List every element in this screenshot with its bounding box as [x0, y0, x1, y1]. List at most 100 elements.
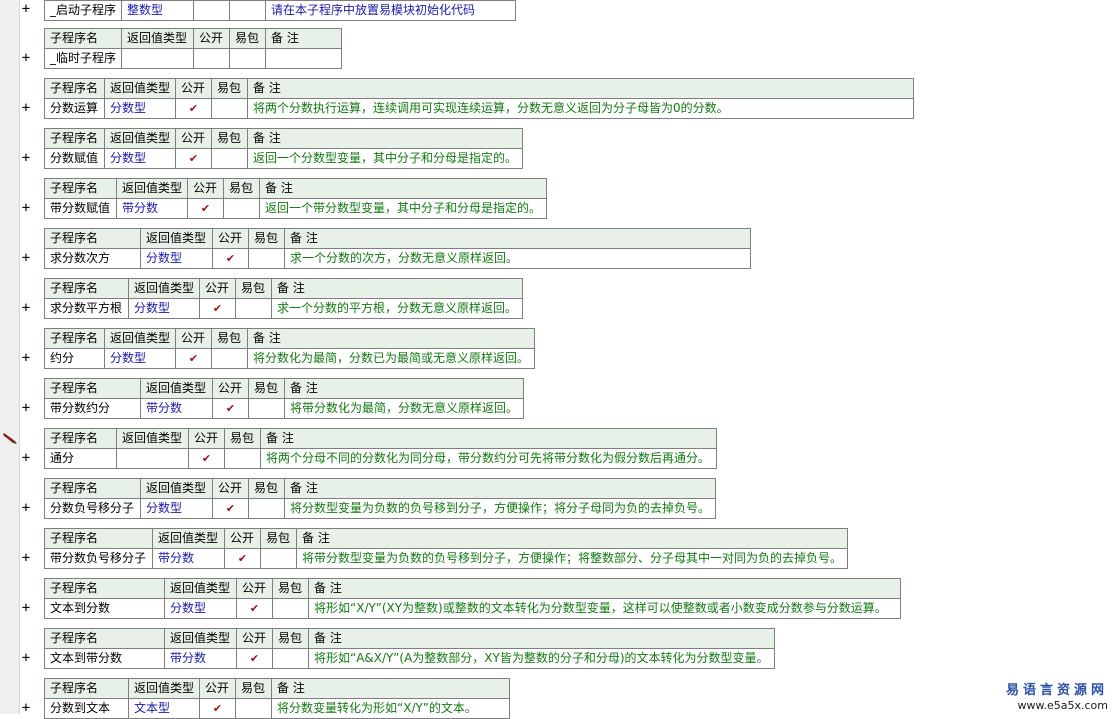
remark-cell[interactable]: 将两个分母不同的分数化为同分母，带分数约分可先将带分数化为假分数后再通分。 [260, 448, 717, 469]
easy-package-cell[interactable] [248, 398, 285, 419]
remark-cell[interactable]: 将分数化为最简，分数已为最简或无意义原样返回。 [247, 348, 536, 369]
expand-button[interactable]: + [21, 1, 31, 17]
return-type-cell[interactable]: 分数型 [103, 348, 177, 369]
remark-cell[interactable]: 返回一个分数型变量，其中分子和分母是指定的。 [247, 148, 524, 169]
remark-cell[interactable]: 将带分数型变量为负数的负号移到分子，方便操作；将整数部分、分子母其中一对同为负的… [295, 548, 849, 569]
public-cell[interactable]: ✔ [236, 648, 273, 669]
easy-package-cell[interactable] [272, 598, 309, 619]
easy-package-cell[interactable] [248, 248, 285, 269]
easy-package-cell[interactable] [211, 148, 249, 169]
remark-cell[interactable]: 将形如“X/Y”(XY为整数)或整数的文本转化为分数型变量，这样可以使整数或者小… [308, 598, 901, 619]
subroutine-table: 子程序名返回值类型公开易包备 注分数负号移分子分数型✔将分数型变量为负数的负号移… [44, 478, 717, 519]
return-type-cell[interactable]: 分数型 [103, 148, 177, 169]
header-name: 子程序名 [44, 628, 165, 649]
return-type-cell[interactable]: 分数型 [164, 598, 237, 619]
easy-package-cell[interactable] [223, 198, 261, 219]
sub-name-cell[interactable]: 求分数平方根 [44, 298, 129, 319]
sub-name-cell[interactable]: 分数运算 [44, 98, 105, 119]
public-cell[interactable]: ✔ [199, 298, 237, 319]
public-cell[interactable]: ✔ [199, 698, 237, 719]
site-watermark: 易语言资源网 www.e5a5x.com [1006, 683, 1108, 712]
easy-package-cell[interactable] [248, 498, 285, 519]
subroutine-table: 子程序名返回值类型公开易包备 注约分分数型✔将分数化为最简，分数已为最简或无意义… [44, 328, 536, 369]
public-cell[interactable]: ✔ [212, 498, 249, 519]
public-cell[interactable]: ✔ [187, 198, 225, 219]
remark-cell[interactable]: 求一个分数的次方，分数无意义原样返回。 [284, 248, 751, 269]
remark-cell[interactable]: 求一个分数的平方根，分数无意义原样返回。 [271, 298, 524, 319]
remark-cell[interactable]: 将两个分数执行运算，连续调用可实现连续运算，分数无意义返回为分子母皆为0的分数。 [247, 98, 915, 119]
return-type-cell[interactable] [116, 448, 189, 469]
return-type-cell[interactable]: 带分数 [152, 548, 225, 569]
return-type-cell[interactable]: 带分数 [164, 648, 237, 669]
expand-button[interactable]: + [21, 50, 31, 66]
subroutine-row: 通分 ✔ 将两个分母不同的分数化为同分母，带分数约分可先将带分数化为假分数后再通分。 [44, 448, 717, 469]
public-cell[interactable] [193, 0, 231, 21]
easy-package-cell[interactable] [224, 448, 261, 469]
public-cell[interactable]: ✔ [236, 598, 273, 619]
easy-package-cell[interactable] [260, 548, 297, 569]
public-cell[interactable] [193, 48, 231, 69]
return-type-cell[interactable] [121, 48, 195, 69]
sub-name-cell[interactable]: 分数到文本 [44, 698, 129, 719]
expand-button[interactable]: + [21, 250, 31, 266]
expand-button[interactable]: + [21, 350, 31, 366]
return-type-cell[interactable]: 分数型 [103, 98, 177, 119]
sub-name-cell[interactable]: 文本到分数 [44, 598, 165, 619]
remark-cell[interactable]: 将分数型变量为负数的负号移到分子，方便操作；将分子母同为负的去掉负号。 [283, 498, 717, 519]
public-cell[interactable]: ✔ [175, 148, 213, 169]
sub-name-cell[interactable]: 分数赋值 [44, 148, 105, 169]
sub-name-cell[interactable]: 分数负号移分子 [44, 498, 141, 519]
public-cell[interactable]: ✔ [224, 548, 261, 569]
return-type-cell[interactable]: 带分数 [140, 398, 213, 419]
sub-name-cell[interactable]: 带分数赋值 [44, 198, 117, 219]
return-type-cell[interactable]: 整数型 [121, 0, 195, 21]
easy-package-cell[interactable] [229, 48, 267, 69]
return-type-cell[interactable]: 文本型 [127, 698, 201, 719]
expand-button[interactable]: + [21, 700, 31, 716]
return-type-cell[interactable]: 分数型 [140, 248, 213, 269]
header-return-type: 返回值类型 [140, 228, 213, 249]
subroutine-row: 求分数次方分数型✔ 求一个分数的次方，分数无意义原样返回。 [44, 248, 751, 269]
public-cell[interactable]: ✔ [175, 98, 213, 119]
sub-name-cell[interactable]: 带分数约分 [44, 398, 141, 419]
sub-name-cell[interactable]: _启动子程序 [43, 0, 123, 21]
expand-button[interactable]: + [21, 650, 31, 666]
easy-package-cell[interactable] [272, 648, 309, 669]
remark-cell[interactable]: 将形如“A&X/Y”(A为整数部分，XY皆为整数的分子和分母)的文本转化为分数型… [308, 648, 775, 669]
expand-button[interactable]: + [21, 400, 31, 416]
subroutine-table: 子程序名返回值类型公开易包备 注带分数赋值带分数✔返回一个带分数型变量，其中分子… [44, 178, 548, 219]
public-cell[interactable]: ✔ [188, 448, 225, 469]
public-cell[interactable]: ✔ [212, 398, 249, 419]
easy-package-cell[interactable] [211, 348, 249, 369]
sub-name-cell[interactable]: 带分数负号移分子 [44, 548, 153, 569]
expand-button[interactable]: + [21, 200, 31, 216]
remark-cell[interactable]: 将带分数化为最简，分数无意义原样返回。 [283, 398, 525, 419]
expand-button[interactable]: + [21, 100, 31, 116]
remark-cell[interactable]: 返回一个带分数型变量，其中分子和分母是指定的。 [259, 198, 548, 219]
easy-package-cell[interactable] [235, 698, 273, 719]
header-public: 公开 [212, 228, 249, 249]
expand-button[interactable]: + [21, 500, 31, 516]
easy-package-cell[interactable] [211, 98, 249, 119]
header-public: 公开 [199, 678, 237, 699]
remark-cell[interactable]: 将分数变量转化为形如“X/Y”的文本。 [271, 698, 511, 719]
expand-button[interactable]: + [21, 600, 31, 616]
public-cell[interactable]: ✔ [212, 248, 249, 269]
sub-name-cell[interactable]: 通分 [44, 448, 117, 469]
expand-button[interactable]: + [21, 300, 31, 316]
easy-package-cell[interactable] [235, 298, 273, 319]
return-type-cell[interactable]: 分数型 [140, 498, 213, 519]
return-type-cell[interactable]: 带分数 [115, 198, 189, 219]
sub-name-cell[interactable]: 求分数次方 [44, 248, 141, 269]
public-cell[interactable]: ✔ [175, 348, 213, 369]
return-type-cell[interactable]: 分数型 [127, 298, 201, 319]
easy-package-cell[interactable] [229, 0, 267, 21]
expand-button[interactable]: + [21, 550, 31, 566]
sub-name-cell[interactable]: _临时子程序 [43, 48, 123, 69]
remark-cell[interactable]: 请在本子程序中放置易模块初始化代码 [265, 0, 517, 21]
expand-button[interactable]: + [21, 450, 31, 466]
sub-name-cell[interactable]: 文本到带分数 [44, 648, 165, 669]
expand-button[interactable]: + [21, 150, 31, 166]
remark-cell[interactable] [265, 48, 343, 69]
sub-name-cell[interactable]: 约分 [44, 348, 105, 369]
